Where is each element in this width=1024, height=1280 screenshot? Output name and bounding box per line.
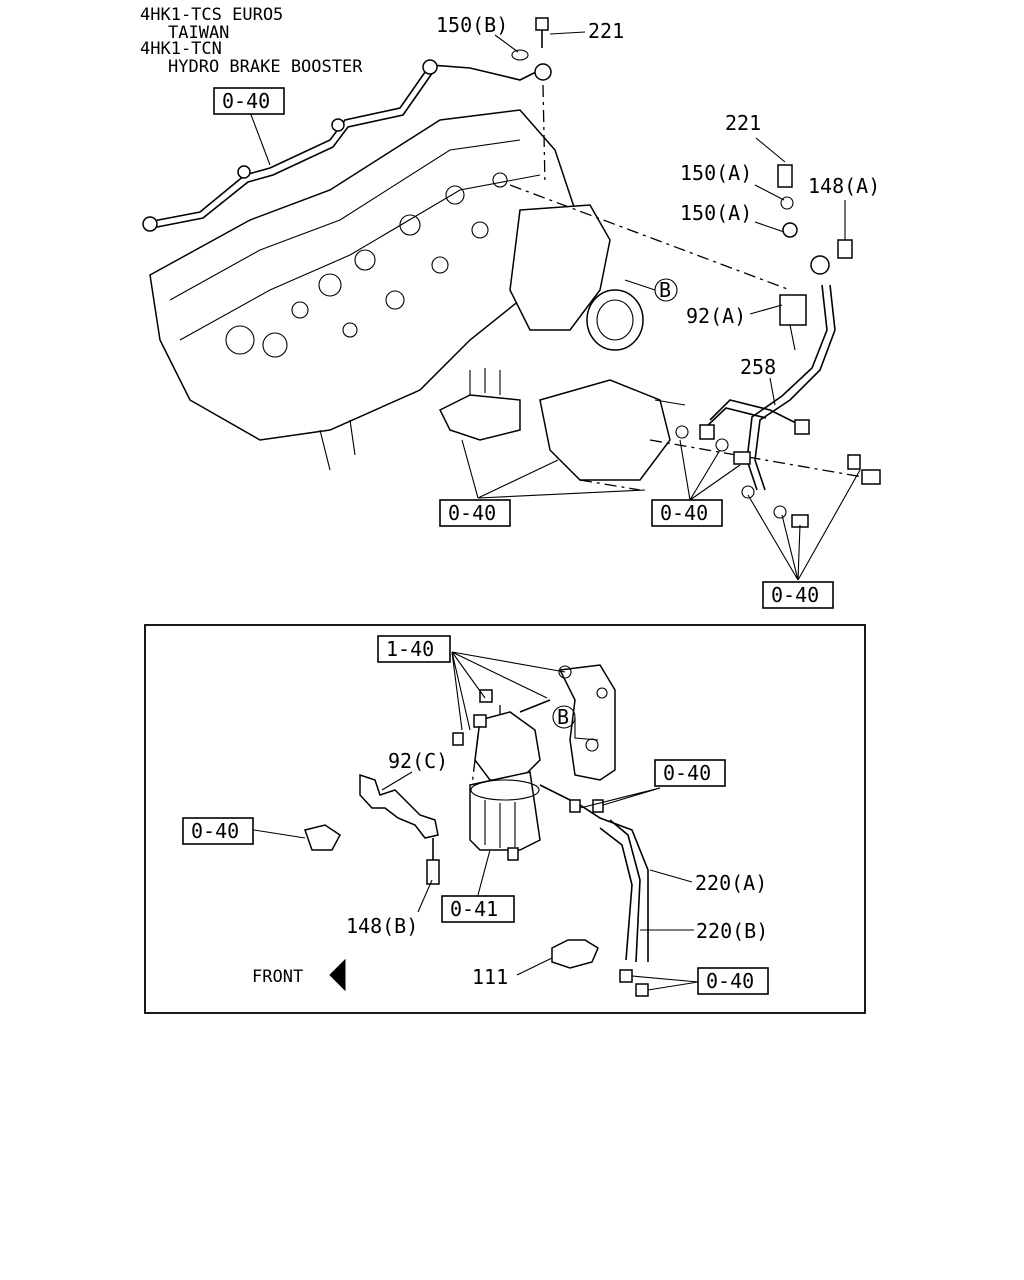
label-111: 111: [472, 965, 508, 989]
ref-0-40-bottom: 0-40: [706, 969, 754, 993]
ref-box-1-40[interactable]: [377, 635, 451, 663]
label-92a: 92(A): [686, 304, 746, 328]
label-92c: 92(C): [388, 749, 448, 773]
ref-box-0-40-a[interactable]: [213, 87, 285, 115]
vacuum-pipe-258: [675, 164, 881, 528]
ref-0-40-d: 0-40: [771, 583, 819, 607]
header-line-3: 4HK1-TCN: [140, 39, 222, 59]
front-indicator: FRONT: [252, 958, 346, 992]
ref-0-40-b: 0-40: [448, 501, 496, 525]
bolt-221-top: [511, 17, 549, 61]
callout-b-upper-circle: [654, 278, 678, 302]
label-221-top: 221: [588, 19, 624, 43]
ref-0-40-c: 0-40: [660, 501, 708, 525]
header-line-4: HYDRO BRAKE BOOSTER: [168, 57, 363, 77]
callout-b-inset-circle: [552, 705, 576, 729]
inset-labels: 1-40 B 0-40 92(C) 0-40 220(A) 0-41 148(B…: [182, 635, 769, 995]
ref-box-0-40-left[interactable]: [182, 817, 254, 845]
inset-frame: [144, 624, 866, 1014]
ref-box-0-40-d[interactable]: [762, 581, 834, 609]
fuel-filter-drawing: [304, 664, 649, 997]
label-220a: 220(A): [695, 871, 767, 895]
brake-booster-pipe: [142, 59, 552, 232]
ref-box-0-41[interactable]: [441, 895, 515, 923]
assembly-guide-lines: [509, 84, 881, 491]
ref-box-0-40-pipe[interactable]: [654, 759, 726, 787]
label-220b: 220(B): [696, 919, 768, 943]
ref-1-40: 1-40: [386, 637, 434, 661]
label-150a-1: 150(A): [680, 161, 752, 185]
label-150a-2: 150(A): [680, 201, 752, 225]
upper-labels: 0-40 150(B) 221 221 150(A) 148(A) 150(A)…: [213, 13, 880, 609]
ref-0-40-a: 0-40: [222, 89, 270, 113]
inset-leader-lines: [253, 651, 699, 991]
ref-box-0-40-b[interactable]: [439, 499, 511, 527]
callout-b-inset: B: [557, 705, 569, 729]
header-notes: 4HK1-TCS EURO5 TAIWAN 4HK1-TCN HYDRO BRA…: [140, 5, 363, 77]
ref-0-40-pipe: 0-40: [663, 761, 711, 785]
label-150b: 150(B): [436, 13, 508, 37]
front-label: FRONT: [252, 967, 303, 987]
label-221-right: 221: [725, 111, 761, 135]
ref-box-0-40-c[interactable]: [651, 499, 723, 527]
front-arrow-icon: [329, 958, 346, 992]
label-258: 258: [740, 355, 776, 379]
header-line-2: TAIWAN: [168, 23, 229, 43]
label-148b: 148(B): [346, 914, 418, 938]
callout-b-upper: B: [659, 278, 671, 302]
ref-0-40-left: 0-40: [191, 819, 239, 843]
ref-box-0-40-bottom[interactable]: [697, 967, 769, 995]
ref-0-41: 0-41: [450, 897, 498, 921]
label-148a: 148(A): [808, 174, 880, 198]
engine-block-drawing: [149, 109, 686, 481]
upper-leader-lines: [249, 31, 861, 581]
header-line-1: 4HK1-TCS EURO5: [140, 5, 283, 25]
